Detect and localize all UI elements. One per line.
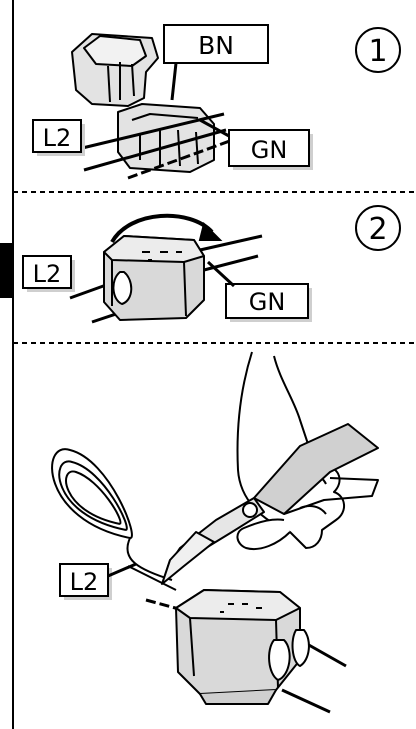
step-1-label-bn: BN — [164, 25, 268, 63]
step-3-l2-text: L2 — [70, 568, 99, 596]
step-1-bn-leader — [172, 63, 176, 100]
step-1-bn-text: BN — [198, 31, 234, 60]
step-2-gn-text: GN — [249, 288, 286, 316]
step-2-label-l2: L2 — [23, 256, 75, 292]
step-1-number: 1 — [368, 34, 387, 69]
step-2-number-badge: 2 — [356, 206, 400, 250]
step-2-number: 2 — [368, 212, 387, 247]
side-tab — [0, 243, 13, 298]
step-1-label-l2: L2 — [33, 120, 85, 156]
step-2-connector-illustration — [104, 236, 204, 320]
step-1-gn-text: GN — [251, 136, 288, 164]
step-2-label-gn: GN — [226, 284, 312, 322]
step-1-l2-text: L2 — [43, 124, 72, 152]
step-2-arrow-head — [200, 224, 220, 240]
step-3-wire-coil — [52, 449, 172, 580]
step-3-label-l2: L2 — [60, 564, 112, 600]
step-1-number-badge: 1 — [356, 28, 400, 72]
step-3: L2 — [52, 352, 378, 712]
step-3-l2-leader — [108, 564, 136, 576]
step-2-l2-text: L2 — [33, 260, 62, 288]
step-1: 1 BN L2 — [33, 25, 400, 178]
step-3-connector-illustration — [176, 590, 309, 704]
step-2: 2 L2 GN — [23, 206, 400, 322]
step-1-label-gn: GN — [229, 130, 313, 170]
